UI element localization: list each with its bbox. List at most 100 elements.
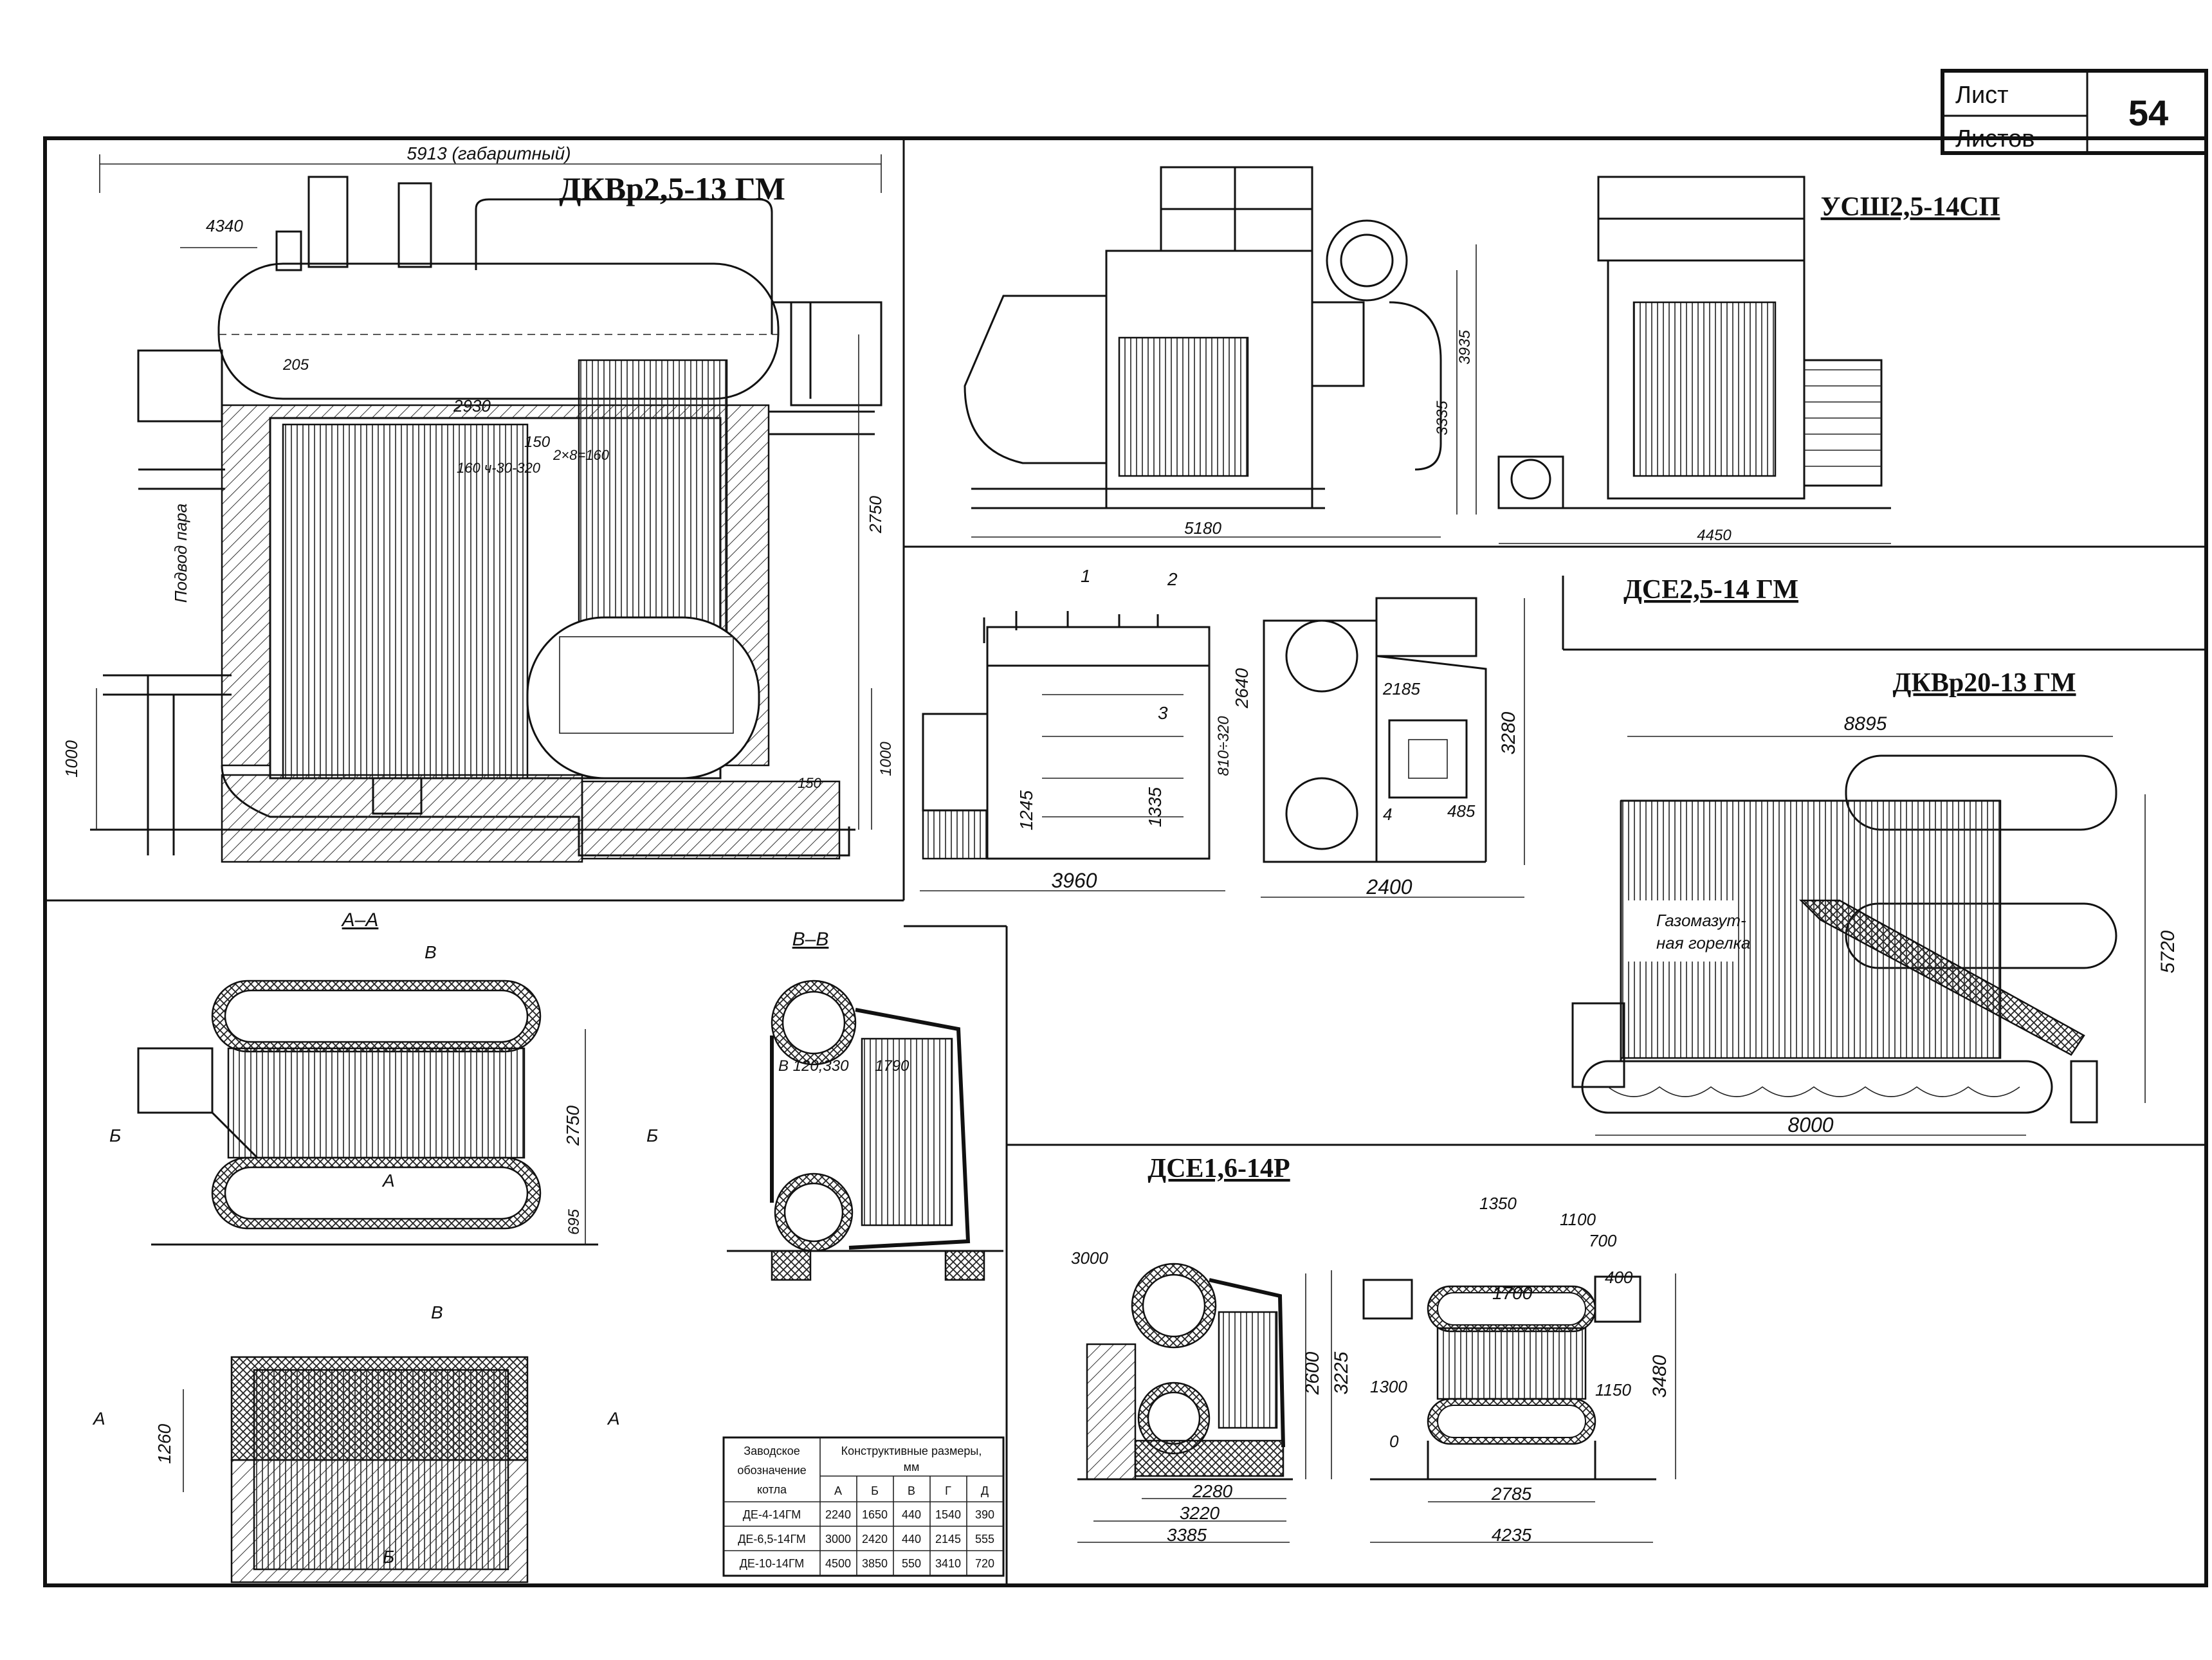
dse16-dim-1700: 1700 bbox=[1492, 1283, 1533, 1303]
ush25-title: УСШ2,5-14СП bbox=[1821, 192, 2000, 222]
section-vv-label: В–В bbox=[792, 929, 829, 950]
dse16-dim-2600: 2600 bbox=[1302, 1351, 1323, 1395]
de-dim-a: А bbox=[381, 1171, 395, 1190]
dse16-dim-3000: 3000 bbox=[1071, 1248, 1108, 1268]
table-cell: 3000 bbox=[825, 1533, 851, 1546]
section-a-marker-left: А bbox=[92, 1409, 105, 1428]
de-dim-2750: 2750 bbox=[563, 1105, 583, 1146]
dse16-dim-700: 700 bbox=[1589, 1231, 1617, 1250]
dse16-dim-4235: 4235 bbox=[1492, 1525, 1532, 1545]
dse16-dim-3385: 3385 bbox=[1167, 1525, 1207, 1545]
dkvr25-dim-4340: 4340 bbox=[206, 216, 243, 235]
dse16-drawing: ДСЕ1,6-14Р 3000 2600 3225 2280 3220 3385… bbox=[1071, 1154, 1676, 1545]
dkvr25-steam-label: Подвод пара bbox=[171, 504, 190, 603]
de-drawings: А–А В–В В Б Б А 2750 695 В В 120,330 179… bbox=[92, 909, 1003, 1583]
ush25-dim-5180: 5180 bbox=[1184, 518, 1221, 538]
dkvr20-burner-2: ная горелка bbox=[1656, 933, 1750, 953]
dse25-dim-1245: 1245 bbox=[1016, 790, 1036, 830]
section-aa-label: А–А bbox=[341, 909, 379, 931]
dse25-drawing: ДСЕ2,5-14 ГМ 1 2 3 2640 810÷320 1245 133… bbox=[920, 566, 1798, 898]
table-cell: 1650 bbox=[862, 1508, 888, 1521]
dse16-dim-1350: 1350 bbox=[1479, 1194, 1517, 1213]
table-cell: 720 bbox=[975, 1557, 994, 1570]
dse25-dim-3960: 3960 bbox=[1051, 869, 1097, 892]
dkvr20-burner-1: Газомазут- bbox=[1656, 911, 1746, 930]
dse16-dim-3220: 3220 bbox=[1180, 1503, 1220, 1523]
dkvr25-step-b: 2×8=160 bbox=[553, 447, 610, 463]
dkvr25-overall-dim: 5913 (габаритный) bbox=[407, 143, 571, 163]
table-cell: 440 bbox=[902, 1508, 921, 1521]
dse25-dim-2400: 2400 bbox=[1366, 875, 1412, 898]
table-cell: 555 bbox=[975, 1533, 994, 1546]
dse25-callout-3: 3 bbox=[1158, 703, 1168, 723]
dse25-callout-4: 4 bbox=[1383, 805, 1392, 824]
sheet-frame bbox=[43, 136, 2208, 1587]
dse16-title: ДСЕ1,6-14Р bbox=[1147, 1154, 1290, 1183]
table-cell: 2145 bbox=[935, 1533, 961, 1546]
dse25-title: ДСЕ2,5-14 ГМ bbox=[1623, 575, 1798, 605]
dse25-callout-2: 2 bbox=[1167, 569, 1178, 589]
ush25-dim-3335: 3335 bbox=[1434, 401, 1451, 435]
table-head-dims-1: Конструктивные размеры, bbox=[841, 1445, 982, 1457]
dkvr25-dim-150: 150 bbox=[524, 433, 551, 451]
dse25-dim-485: 485 bbox=[1447, 801, 1476, 821]
dse16-dim-1150: 1150 bbox=[1595, 1380, 1631, 1400]
table-head-dims-2: мм bbox=[904, 1461, 920, 1473]
dkvr25-dim-205: 205 bbox=[282, 356, 309, 374]
table-cell: 440 bbox=[902, 1533, 921, 1546]
table-cell: 4500 bbox=[825, 1557, 851, 1570]
table-head-mark-2: обозначение bbox=[737, 1464, 806, 1477]
ush25-drawing: 5180 3335 3935 4450 УСШ2,5-14СП bbox=[964, 166, 2000, 544]
table-head-mark-1: Заводское bbox=[744, 1445, 800, 1457]
dkvr25-drawing: 5913 (габаритный) ДКВр2,5-13 ГМ Подвод п… bbox=[62, 143, 895, 863]
section-b-marker-right: Б bbox=[646, 1126, 658, 1145]
section-v-marker-top: В bbox=[425, 942, 437, 962]
dse16-dim-0: 0 bbox=[1389, 1432, 1399, 1451]
title-block: Лист Листов 54 bbox=[1941, 69, 2208, 155]
section-b-marker-left: Б bbox=[109, 1126, 121, 1145]
dse16-dim-400: 400 bbox=[1605, 1268, 1633, 1287]
de-dim-1260: 1260 bbox=[154, 1423, 174, 1464]
dkvr20-dim-8895: 8895 bbox=[1844, 713, 1887, 734]
dse25-dim-2185: 2185 bbox=[1382, 679, 1420, 698]
table-cell: ДЕ-6,5-14ГМ bbox=[738, 1533, 806, 1546]
dse16-dim-1300: 1300 bbox=[1370, 1377, 1407, 1396]
table-cell: 3850 bbox=[862, 1557, 888, 1570]
dkvr25-dim-1000b: 1000 bbox=[877, 742, 895, 776]
table-cell: 3410 bbox=[935, 1557, 961, 1570]
de-dim-1790: 1790 bbox=[875, 1057, 909, 1075]
dse25-dim-3280: 3280 bbox=[1498, 711, 1519, 754]
dkvr20-title: ДКВр20-13 ГМ bbox=[1892, 668, 2076, 698]
dse16-dim-1100: 1100 bbox=[1560, 1210, 1596, 1229]
sheet-list-label: Лист bbox=[1955, 82, 2009, 109]
de-dim-120: В 120,330 bbox=[778, 1057, 849, 1075]
dse16-dim-3225: 3225 bbox=[1331, 1351, 1352, 1394]
table-col-d: Д bbox=[981, 1484, 989, 1497]
sheet-number: 54 bbox=[2128, 93, 2168, 133]
table-cell: 550 bbox=[902, 1557, 921, 1570]
table-cell: 390 bbox=[975, 1508, 994, 1521]
de-dim-b: Б bbox=[383, 1547, 394, 1567]
dse25-dim-2640: 2640 bbox=[1232, 668, 1252, 709]
ush25-dim-3935: 3935 bbox=[1456, 330, 1474, 365]
table-cell: 2420 bbox=[862, 1533, 888, 1546]
section-a-marker-right: А bbox=[607, 1409, 620, 1428]
dkvr20-dim-5720: 5720 bbox=[2157, 930, 2179, 973]
dkvr25-title: ДКВр2,5-13 ГМ bbox=[559, 170, 785, 206]
table-col-v: В bbox=[908, 1484, 915, 1497]
dse25-dim-810: 810÷320 bbox=[1215, 716, 1232, 776]
dkvr25-dim-2930: 2930 bbox=[453, 396, 491, 415]
table-cell: ДЕ-4-14ГМ bbox=[743, 1508, 801, 1521]
dkvr25-dim-1000a: 1000 bbox=[62, 740, 81, 778]
dkvr25-dim-2750: 2750 bbox=[866, 496, 885, 534]
ush25-dim-4450: 4450 bbox=[1697, 527, 1732, 544]
table-col-a: А bbox=[834, 1484, 842, 1497]
de-dim-695: 695 bbox=[565, 1209, 583, 1235]
dse16-dim-3480: 3480 bbox=[1649, 1354, 1670, 1398]
dimension-table: Заводское обозначение котла Конструктивн… bbox=[722, 1436, 1005, 1577]
table-cell: 1540 bbox=[935, 1508, 961, 1521]
dkvr25-dim-150b: 150 bbox=[798, 775, 821, 791]
table-col-b: Б bbox=[871, 1484, 879, 1497]
